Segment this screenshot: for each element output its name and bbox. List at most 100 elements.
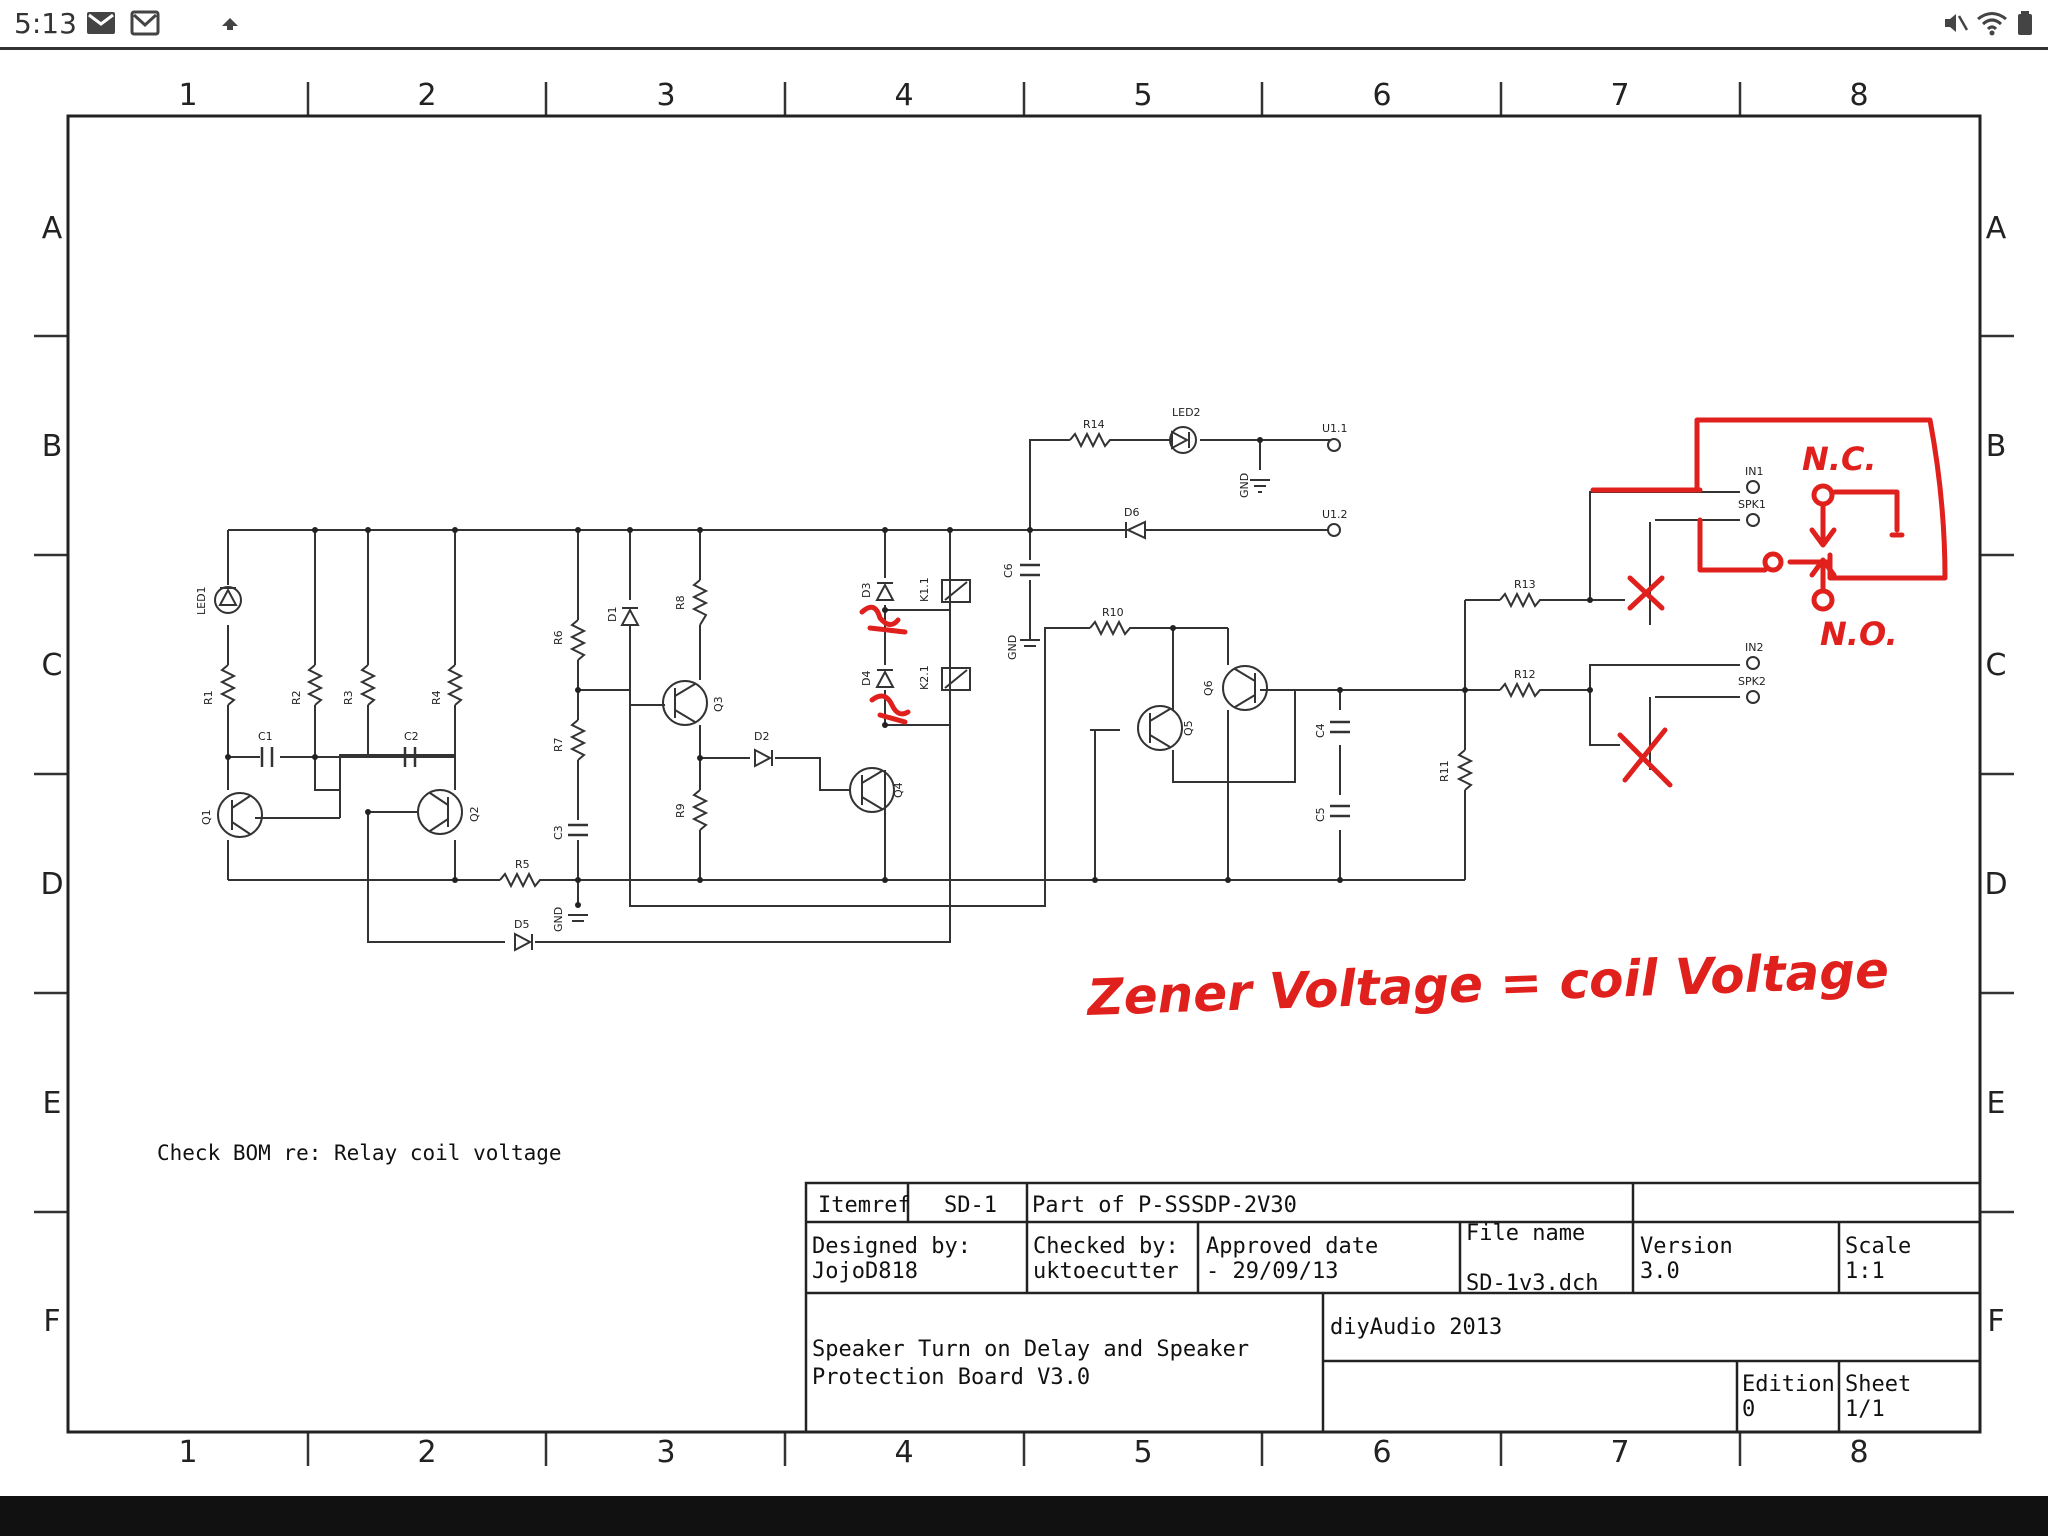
part-of: Part of P-SSSDP-2V30 bbox=[1032, 1193, 1297, 1218]
itemref-label: Itemref bbox=[818, 1193, 911, 1218]
ref-r3: R3 bbox=[342, 690, 355, 705]
scale-label: Scale bbox=[1845, 1234, 1911, 1259]
col-label-bottom: 1 bbox=[178, 1435, 197, 1470]
resistor-r6 bbox=[569, 619, 587, 661]
ref-in2: IN2 bbox=[1745, 641, 1763, 654]
designed-label: Designed by: bbox=[812, 1234, 971, 1259]
version-value: 3.0 bbox=[1640, 1259, 1680, 1284]
ref-led2: LED2 bbox=[1172, 406, 1201, 419]
ground-symbols bbox=[568, 479, 1270, 922]
diode-d4 bbox=[875, 669, 895, 688]
component-labels: LED1 LED2 R1 R2 R3 R4 R5 R6 R7 R8 R9 R10… bbox=[195, 406, 1766, 932]
designed-value: JojoD818 bbox=[812, 1259, 918, 1284]
capacitor-c4 bbox=[1330, 720, 1350, 734]
row-label-left: E bbox=[43, 1086, 62, 1121]
filename-value: SD-1v3.dch bbox=[1466, 1271, 1598, 1296]
ref-led1: LED1 bbox=[195, 586, 208, 615]
resistor-r8 bbox=[691, 579, 709, 626]
red-annotations: N.C. N.O. Zener Voltage = coil Voltage bbox=[1084, 440, 1897, 1027]
resistor-r10 bbox=[1089, 619, 1140, 637]
edition-value: 0 bbox=[1742, 1397, 1755, 1422]
ref-q3: Q3 bbox=[712, 696, 725, 712]
capacitor-c2 bbox=[403, 747, 417, 767]
pad-spk2 bbox=[1746, 690, 1760, 704]
ref-q2: Q2 bbox=[468, 806, 481, 822]
diodes bbox=[214, 426, 1197, 952]
ref-d2: D2 bbox=[754, 730, 769, 743]
ref-c4: C4 bbox=[1314, 723, 1327, 738]
ref-r4: R4 bbox=[430, 690, 443, 705]
transistor-q6 bbox=[1222, 665, 1268, 711]
gmail-icon bbox=[87, 12, 115, 34]
resistor-r11 bbox=[1456, 749, 1474, 791]
grid-rows-left: A B C D E F bbox=[40, 211, 63, 1339]
ref-d4: D4 bbox=[860, 671, 873, 686]
sheet-label: Sheet bbox=[1845, 1372, 1911, 1397]
ref-q6: Q6 bbox=[1202, 680, 1215, 696]
col-label-bottom: 7 bbox=[1610, 1435, 1629, 1470]
resistor-r3 bbox=[359, 664, 377, 706]
resistor-r2 bbox=[306, 664, 324, 706]
relay-coil-k11 bbox=[941, 579, 971, 603]
ref-c1: C1 bbox=[258, 730, 273, 743]
connector-pads bbox=[1327, 438, 1760, 704]
ref-u11: U1.1 bbox=[1322, 422, 1348, 435]
checked-label: Checked by: bbox=[1033, 1234, 1179, 1259]
capacitor-c1 bbox=[260, 747, 274, 767]
notification-icon bbox=[222, 18, 238, 30]
zener-voltage-note: Zener Voltage = coil Voltage bbox=[1084, 941, 1889, 1027]
ref-c6: C6 bbox=[1002, 563, 1015, 578]
col-label-top: 6 bbox=[1372, 78, 1391, 113]
status-time: 5:13 bbox=[14, 7, 77, 40]
resistors bbox=[219, 431, 1550, 889]
relay-coils bbox=[941, 579, 971, 691]
ref-r2: R2 bbox=[290, 690, 303, 705]
approved-label: Approved date bbox=[1206, 1234, 1378, 1259]
col-label-top: 2 bbox=[417, 78, 436, 113]
pad-u12 bbox=[1327, 523, 1341, 537]
ref-gnd: GND bbox=[552, 907, 565, 932]
transistor-q4 bbox=[849, 767, 895, 813]
row-label-right: D bbox=[1984, 867, 2007, 902]
ref-r6: R6 bbox=[552, 630, 565, 645]
title-block: Itemref SD-1 Part of P-SSSDP-2V30 Design… bbox=[812, 1193, 1911, 1422]
transistors bbox=[217, 665, 1268, 838]
ref-c5: C5 bbox=[1314, 807, 1327, 822]
resistor-r5 bbox=[499, 871, 552, 889]
transistor-q3 bbox=[662, 680, 708, 726]
drawing-title-line1: Speaker Turn on Delay and Speaker bbox=[812, 1337, 1249, 1362]
pad-in1 bbox=[1746, 480, 1760, 494]
col-label-top: 8 bbox=[1849, 78, 1868, 113]
pad-u11 bbox=[1327, 438, 1341, 452]
led2 bbox=[1169, 426, 1197, 454]
ref-r8: R8 bbox=[674, 595, 687, 610]
grid-row-ticks bbox=[34, 334, 2014, 1214]
no-annotation: N.O. bbox=[1820, 615, 1898, 653]
ref-gnd: GND bbox=[1238, 473, 1251, 498]
col-label-top: 3 bbox=[656, 78, 675, 113]
transistor-q1 bbox=[217, 792, 263, 838]
ref-spk2: SPK2 bbox=[1738, 675, 1766, 688]
diode-d1 bbox=[620, 607, 640, 626]
row-label-right: E bbox=[1987, 1086, 2006, 1121]
ref-r13: R13 bbox=[1514, 578, 1536, 591]
resistor-r7 bbox=[569, 719, 587, 761]
version-label: Version bbox=[1640, 1234, 1733, 1259]
scale-value: 1:1 bbox=[1845, 1259, 1885, 1284]
col-label-top: 7 bbox=[1610, 78, 1629, 113]
ref-d1: D1 bbox=[606, 607, 619, 622]
status-bar: 5:13 bbox=[0, 0, 2048, 50]
row-label-left: D bbox=[40, 867, 63, 902]
grid-columns-top: 1 2 3 4 5 6 7 8 bbox=[178, 78, 1868, 113]
transistor-q2 bbox=[417, 789, 463, 835]
col-label-bottom: 4 bbox=[894, 1435, 913, 1470]
col-label-bottom: 2 bbox=[417, 1435, 436, 1470]
navigation-bar bbox=[0, 1496, 2048, 1536]
row-label-left: C bbox=[42, 648, 63, 683]
row-label-left: B bbox=[42, 429, 63, 464]
ref-d3: D3 bbox=[860, 583, 873, 598]
pad-spk1 bbox=[1746, 513, 1760, 527]
ref-r11: R11 bbox=[1438, 760, 1451, 782]
resistor-r13 bbox=[1499, 591, 1550, 609]
row-label-right: A bbox=[1986, 211, 2007, 246]
